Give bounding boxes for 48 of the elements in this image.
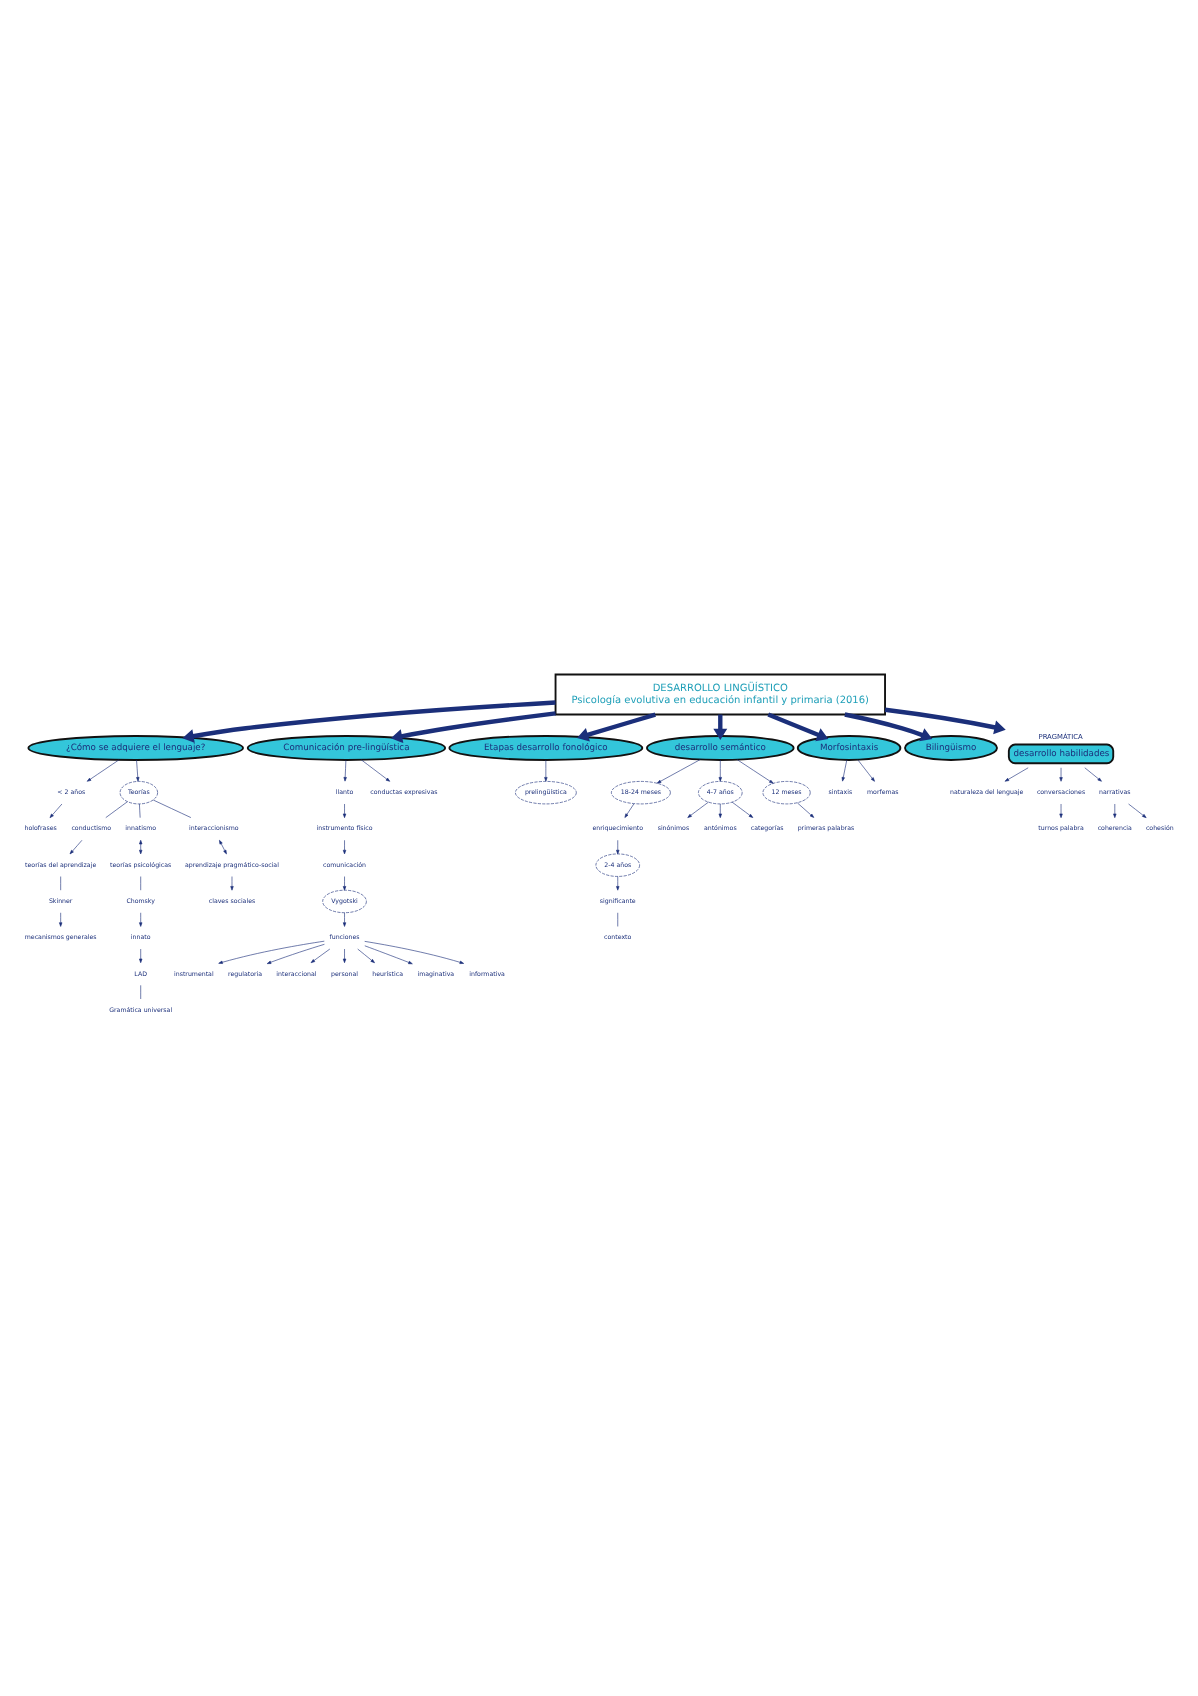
arrow [230, 876, 234, 891]
arrow [718, 759, 722, 782]
connector [139, 803, 141, 818]
arrow [136, 759, 140, 782]
arrow [69, 839, 83, 855]
arrow [390, 711, 556, 744]
arrow [342, 876, 347, 891]
arrow [884, 707, 1006, 735]
arrow [342, 948, 347, 964]
arrow [342, 803, 347, 818]
arrow [49, 803, 63, 818]
arrow [616, 876, 620, 891]
arrow [718, 803, 722, 818]
arrow [1004, 767, 1029, 782]
arrow [624, 803, 635, 818]
arrow [1059, 803, 1063, 818]
arrow [616, 839, 620, 855]
arrow [310, 948, 331, 964]
arrow [544, 759, 548, 782]
arrow [139, 839, 143, 855]
arrow [857, 759, 875, 782]
arrow [364, 941, 464, 964]
arrow [59, 912, 63, 927]
arrow [218, 940, 325, 964]
arrow [139, 912, 143, 927]
arrow [86, 759, 120, 782]
arrow [342, 839, 347, 855]
arrow [1113, 803, 1117, 818]
arrow [360, 759, 391, 782]
arrow [357, 948, 375, 964]
arrow [139, 948, 143, 964]
arrow [1084, 767, 1102, 782]
arrow [343, 759, 347, 782]
arrow [266, 943, 325, 964]
connector [105, 801, 128, 818]
arrow [182, 700, 556, 744]
arrow [687, 801, 709, 818]
arrow [844, 712, 933, 742]
arrow [364, 945, 413, 965]
arrow [797, 802, 815, 818]
arrow [1059, 767, 1063, 782]
arrow [841, 759, 848, 782]
arrow [656, 759, 701, 784]
arrow [731, 801, 754, 818]
arrow [1128, 803, 1147, 818]
arrow [736, 759, 774, 784]
arrow [219, 839, 227, 855]
arrow [342, 912, 347, 927]
